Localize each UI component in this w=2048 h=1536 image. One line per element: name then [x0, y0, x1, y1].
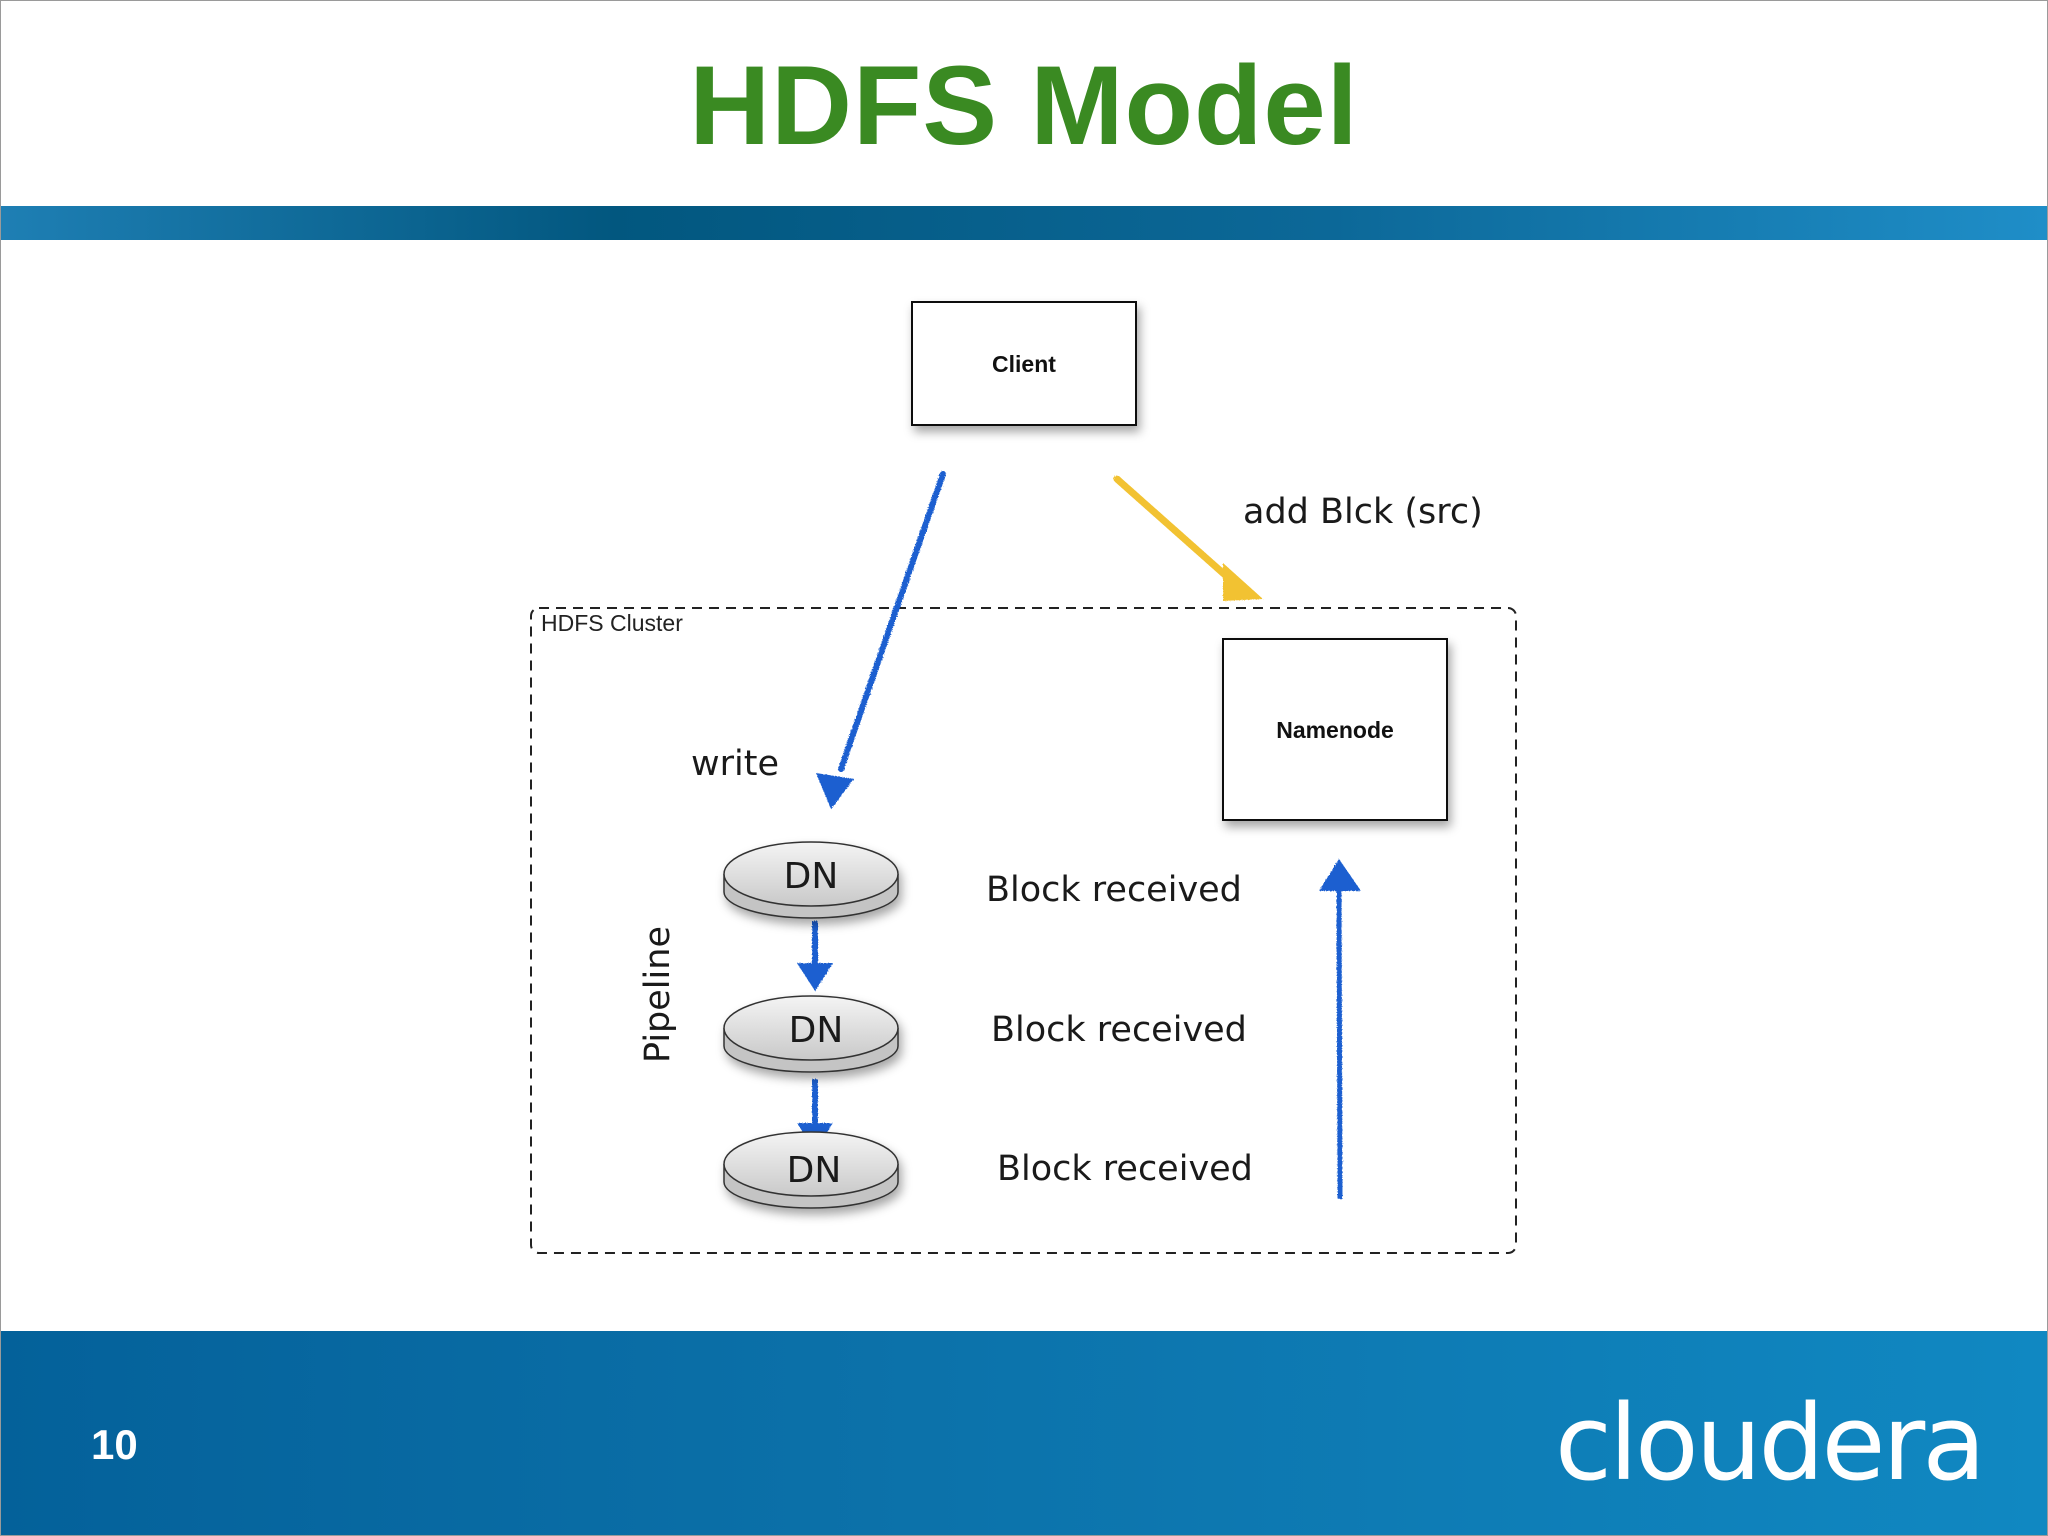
hdfs-cluster-boundary [530, 607, 1517, 1254]
write-label: write [691, 744, 779, 784]
datanode-3 [723, 1131, 899, 1209]
client-label: Client [992, 351, 1056, 377]
write-arrow [816, 471, 946, 809]
datanode-1-label: DN [784, 856, 839, 897]
pipeline-arrow-1 [797, 921, 833, 991]
datanode-1 [723, 841, 899, 919]
block-received-label-3: Block received [997, 1149, 1253, 1189]
add-block-arrow [1113, 475, 1263, 601]
pipeline-label: Pipeline [638, 926, 678, 1063]
client-node [911, 301, 1137, 426]
datanode-2 [723, 995, 899, 1073]
header-band [1, 206, 2047, 240]
block-received-label-1: Block received [986, 870, 1242, 910]
block-received-riser-arrow [1319, 859, 1361, 1200]
block-received-label-2: Block received [991, 1010, 1247, 1050]
namenode-label: Namenode [1276, 717, 1394, 743]
datanode-2-label: DN [789, 1010, 844, 1051]
add-block-label: add Blck (src) [1243, 492, 1483, 532]
hdfs-diagram: HDFS Cluster Client Namenode add Blck (s… [530, 301, 1517, 1254]
footer-band [1, 1331, 2047, 1535]
slide-title: HDFS Model [689, 43, 1359, 168]
page-number: 10 [91, 1421, 138, 1468]
datanode-3-label: DN [787, 1150, 842, 1191]
namenode-node [1222, 638, 1448, 821]
cluster-label: HDFS Cluster [541, 610, 683, 636]
cloudera-logo: cloudera [1554, 1382, 1986, 1504]
